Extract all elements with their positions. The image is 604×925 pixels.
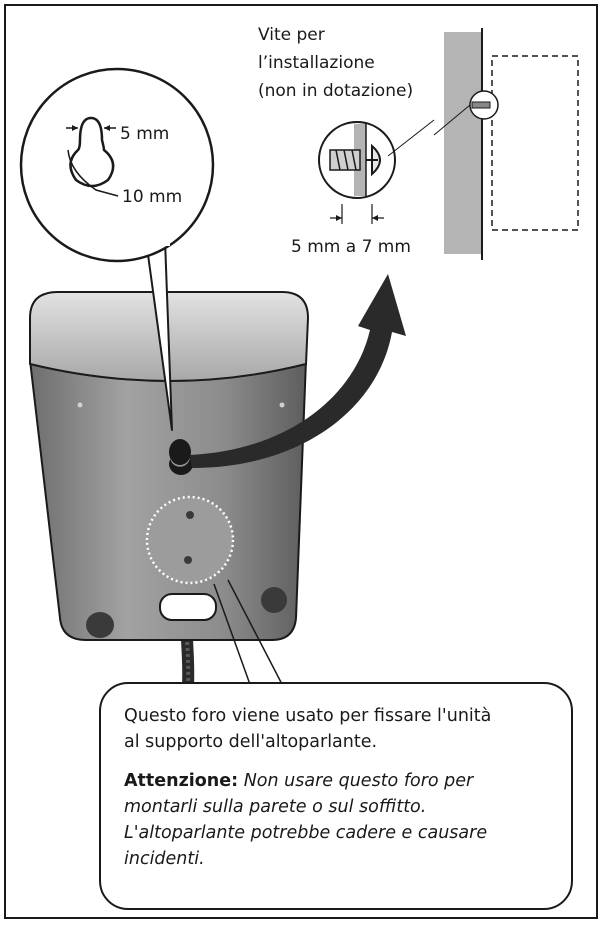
screw-caption-line2: l’installazione	[258, 53, 375, 73]
keyhole-outline	[69, 116, 115, 188]
note-line1: Questo foro viene usato per fissare l'un…	[124, 706, 492, 726]
warning-label: Attenzione:	[124, 771, 239, 791]
screw-hole-dot	[77, 402, 83, 408]
keyhole-width-label: 5 mm	[120, 124, 169, 144]
warning-line1: Attenzione: Non usare questo foro per	[124, 768, 554, 794]
note-box	[99, 682, 573, 910]
page-frame	[4, 4, 598, 919]
warning-line2: montarli sulla parete o sul soffitto.	[124, 797, 427, 817]
warning-text: Non usare questo foro per	[238, 771, 474, 791]
zoom-pointer	[145, 239, 173, 431]
speaker-outline-dashed	[491, 55, 579, 231]
keyhole-zoom: 5 mm 10 mm	[19, 67, 215, 431]
note-line2: al supporto dell'altoparlante.	[124, 732, 378, 752]
screw-zoom	[318, 119, 435, 224]
speaker-body	[28, 359, 308, 641]
keyhole-height-label: 10 mm	[122, 187, 182, 207]
speaker-foot	[261, 587, 287, 613]
warning-line4: incidenti.	[124, 849, 205, 869]
note-callout: Questo foro viene usato per fissare l'un…	[100, 683, 572, 909]
speaker-foot	[86, 612, 114, 638]
screw-hole-dot	[279, 402, 285, 408]
screw-caption-line1: Vite per	[258, 25, 325, 45]
direction-arrow	[190, 274, 406, 468]
wall-detail	[433, 28, 579, 260]
wall	[444, 32, 482, 254]
screw-gap-label: 5 mm a 7 mm	[291, 237, 411, 257]
cable-port	[159, 593, 217, 621]
note-pointer	[213, 579, 286, 691]
screw-caption-line3: (non in dotazione)	[258, 81, 413, 101]
stand-mount-circle	[145, 495, 235, 585]
warning-line3: L'altoparlante potrebbe cadere e causare	[124, 823, 488, 843]
zoom-circle	[19, 67, 215, 263]
